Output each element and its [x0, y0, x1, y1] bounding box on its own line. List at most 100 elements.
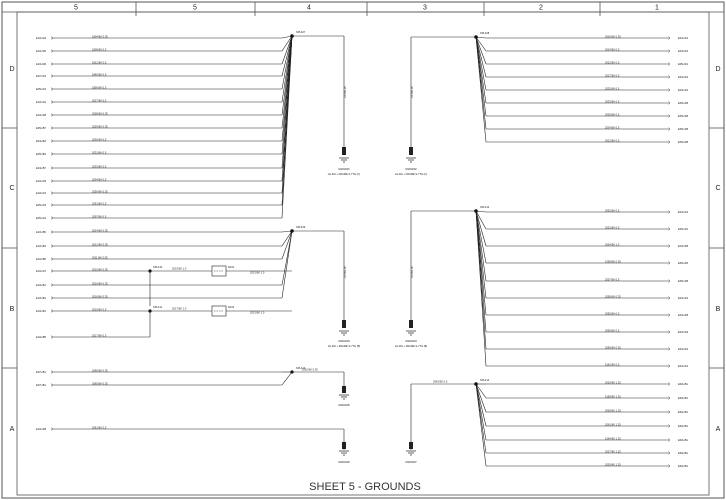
connector-arrow-icon	[50, 139, 54, 143]
wire-line	[281, 35, 293, 90]
wire-label: 1812 BK 0.5	[92, 60, 107, 64]
ground-note: LH-RH + FRAME S-7TH (C)	[395, 172, 428, 176]
wire-ref-label: E07L/D1	[36, 74, 47, 78]
row-label-a-right: A	[716, 426, 721, 433]
wire-label: 2016 BK 0.35	[92, 281, 108, 285]
wire-label: 2015 BK 0.35	[92, 267, 108, 271]
wire-line	[281, 230, 293, 299]
wire-ref-label: E09L/B1	[678, 451, 689, 455]
splice-label: SPL409	[296, 225, 306, 229]
col-label-6: 1	[655, 5, 659, 12]
ground-symbol-g2	[406, 147, 416, 163]
col-label-1: 5	[74, 5, 78, 12]
wire-label: 2034 BK 0.5	[605, 125, 620, 129]
wire-ref-label: E09L/B1	[678, 382, 689, 386]
wire-label: 1064 BK 1.25	[605, 436, 621, 440]
wire-line	[475, 36, 487, 52]
wire-label: 2011 BK 0.35	[92, 255, 108, 259]
branch-wire-label: 2010 BK 1.0	[172, 267, 187, 271]
splice-label: SPL411	[153, 305, 163, 309]
wire-ref-label: E10L/D9	[36, 179, 47, 183]
ground-label: GND4005	[338, 403, 350, 407]
connector-arrow-icon	[50, 49, 54, 53]
wire-label: 2061 BK 0.5	[92, 425, 107, 429]
wire-label: 2029 BK 0.35	[92, 124, 108, 128]
ground-label: GND4001	[338, 167, 350, 171]
wire-ref-label: E04L/B7	[36, 166, 47, 170]
wire-line	[281, 35, 293, 65]
wire-ref-label: E10L/D6	[36, 62, 47, 66]
wire-label: 1058 BK 1.25	[605, 394, 621, 398]
wire-label: 2060 BK 0.35	[92, 368, 108, 372]
connector-arrow-icon	[667, 140, 671, 144]
wire-label: 1809 BK 0.5	[92, 47, 107, 51]
wire-line	[281, 35, 293, 77]
wire-label: 2097 BK 0.5	[92, 214, 107, 218]
ground-symbol-g4	[406, 320, 416, 336]
wire-ref-label: E05L/D1	[678, 227, 689, 231]
wire-ref-label: E10L/D8	[36, 113, 47, 117]
wire-ref-label: E04L/D8	[678, 313, 689, 317]
sheet-title: SHEET 5 - GROUNDS	[309, 481, 421, 493]
wire-label: 2050 BK 0.35	[92, 189, 108, 193]
wire-label: 2051 BK 0.5	[92, 201, 107, 205]
wire-ref-label: E05L/D8	[678, 101, 689, 105]
wire-ref-label: E10L/B1	[36, 296, 47, 300]
wire-ref-label: E05L/B3	[36, 152, 47, 156]
connector-arrow-icon	[667, 396, 671, 400]
connector-arrow-icon	[667, 210, 671, 214]
connector-arrow-icon	[50, 87, 54, 91]
wire-ref-label: E05L/D8	[678, 114, 689, 118]
wire-line	[281, 371, 293, 386]
connector-arrow-icon	[667, 410, 671, 414]
ground-symbol-g1	[339, 147, 349, 163]
ground-label: GND4002	[405, 167, 417, 171]
wire-label: 2019 BK 0.5	[92, 307, 107, 311]
connector-arrow-icon	[50, 370, 54, 374]
resistor-symbol	[211, 305, 292, 317]
wire-label: 2027 BK 0.5	[605, 73, 620, 77]
connector-arrow-icon	[50, 36, 54, 40]
wire-label: 2032 BK 0.5	[605, 86, 620, 90]
wire-line	[475, 383, 487, 441]
wire-ref-label: E10L/D7	[36, 269, 47, 273]
ground-wire-label: 3-5 BK 16	[410, 86, 414, 98]
ground-symbol-g6	[339, 442, 349, 456]
wire-line	[475, 210, 487, 367]
wire-ref-label: E10L/B3	[36, 244, 47, 248]
wire-ref-label: E10L/B5	[36, 230, 47, 234]
connector-arrow-icon	[667, 424, 671, 428]
wire-label: 2022 BK 0.5	[605, 60, 620, 64]
wire-line	[475, 383, 487, 427]
wire-label: 2031 BK 0.5	[92, 150, 107, 154]
wire-ref-label: E09L/B1	[678, 410, 689, 414]
splice-label: SPL408	[480, 31, 490, 35]
connector-arrow-icon	[667, 88, 671, 92]
wire-ref-label: E07L/B1	[36, 370, 47, 374]
wire-label: 1804 BK 0.35	[92, 34, 108, 38]
connector-arrow-icon	[50, 179, 54, 183]
wire-line	[475, 36, 487, 91]
wire-ref-label: E05L/D1	[678, 62, 689, 66]
out-wire-label: 2062 BK 0.35	[302, 368, 318, 372]
row-label-c-right: C	[715, 185, 720, 192]
wire-label: 2021 BK 0.5	[605, 138, 620, 142]
wire-ref-label: E10L/D8	[36, 427, 47, 431]
wire-label: 2033 BK 0.5	[92, 164, 107, 168]
wire-ref-label: E07L/B1	[36, 383, 47, 387]
row-label-c-left: C	[9, 185, 14, 192]
connector-arrow-icon	[667, 127, 671, 131]
branch-wire-label: 2017 BK 1.0	[172, 307, 187, 311]
wire-ref-label: E10L/B1	[36, 309, 47, 313]
wire-line	[475, 36, 487, 65]
connector-arrow-icon	[50, 216, 54, 220]
after-wire-label: 2013 BK 1.0	[250, 311, 265, 315]
wire-line	[475, 383, 487, 467]
wire-ref-label: E05L/D8	[678, 127, 689, 131]
ground-note: LH-RH + FRAME S-7TH (B)	[395, 344, 427, 348]
row-label-b-right: B	[716, 306, 721, 313]
connector-arrow-icon	[50, 309, 54, 313]
connector-arrow-icon	[50, 62, 54, 66]
